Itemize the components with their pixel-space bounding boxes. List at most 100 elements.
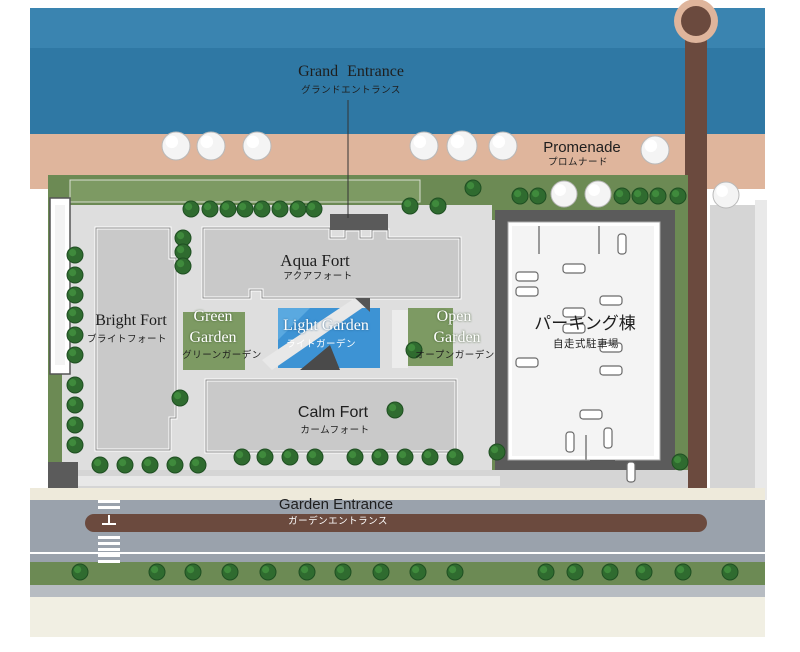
green-garden-label-line2: Garden: [189, 329, 237, 346]
light-garden-label: Light Garden: [283, 317, 369, 334]
car-icon: [515, 286, 539, 297]
road-lane-line: [30, 552, 765, 554]
open-garden-jp-label: オープンガーデン: [415, 350, 495, 361]
car-icon: [562, 307, 586, 318]
tree-icon: [401, 197, 419, 215]
tree-icon: [537, 563, 555, 581]
aqua-fort-label: Aqua Fort: [280, 251, 350, 270]
tree-icon: [334, 563, 352, 581]
parking-exit: [590, 460, 615, 468]
open-garden-walk: [392, 310, 408, 368]
tree-icon: [259, 563, 277, 581]
calm-fort-label: Calm Fort: [297, 404, 369, 421]
tree-icon: [446, 130, 478, 162]
car-icon: [599, 342, 623, 353]
tree-icon: [66, 306, 84, 324]
sea-highlight: [30, 8, 765, 48]
tree-icon: [346, 448, 364, 466]
tree-icon: [161, 131, 191, 161]
tree-icon: [66, 326, 84, 344]
tree-icon: [529, 187, 547, 205]
tree-icon: [201, 200, 219, 218]
tree-icon: [446, 563, 464, 581]
light-garden-water: [278, 308, 380, 368]
tree-icon: [281, 448, 299, 466]
tree-icon: [405, 341, 423, 359]
road-green-median: [30, 562, 765, 586]
tree-icon: [669, 187, 687, 205]
tree-icon: [396, 448, 414, 466]
tree-icon: [166, 456, 184, 474]
green-garden-jp-label: グリーンガーデン: [182, 350, 262, 361]
tree-icon: [488, 131, 518, 161]
trees: [66, 130, 740, 581]
garden-entrance-jp-label: ガーデンエントランス: [288, 516, 388, 527]
calm-fort-outline: [205, 379, 457, 453]
tree-icon: [372, 563, 390, 581]
parking-sub-label: 自走式駐車場: [553, 338, 619, 350]
tree-icon: [289, 200, 307, 218]
light-garden-shade: [300, 345, 340, 370]
tree-icon: [242, 131, 272, 161]
tree-icon: [66, 346, 84, 364]
sidewalk-upper: [30, 488, 765, 500]
tree-icon: [221, 563, 239, 581]
tree-icon: [66, 246, 84, 264]
calm-fort-jp-label: カームフォート: [300, 425, 370, 436]
tree-icon: [66, 286, 84, 304]
road-curb: [30, 585, 765, 597]
tree-icon: [306, 448, 324, 466]
green-garden-label-line1: Green: [193, 308, 233, 325]
tree-icon: [566, 563, 584, 581]
car-icon: [515, 357, 539, 368]
tree-icon: [488, 443, 506, 461]
site-upper-lawn: [69, 179, 421, 203]
promenade-path: [685, 18, 707, 538]
bright-fort-label: Bright Fort: [95, 312, 167, 329]
tree-icon: [66, 416, 84, 434]
light-garden-glint: [278, 308, 310, 340]
lower-pavement: [30, 597, 765, 637]
tree-icon: [174, 229, 192, 247]
tree-icon: [66, 266, 84, 284]
sw-corner-block: [48, 462, 78, 488]
roundabout-center: [681, 6, 711, 36]
site-bottom-walk: [60, 476, 500, 486]
car-icon: [579, 409, 603, 420]
parking-ramp-line-3: [585, 435, 587, 460]
tree-icon: [674, 563, 692, 581]
open-garden-label-line2: Garden: [433, 329, 481, 346]
bright-fort-jp-label: ブライトフォート: [86, 334, 168, 345]
light-garden-shade-2: [355, 298, 370, 312]
tree-icon: [371, 448, 389, 466]
grand-entrance-canopy: [330, 214, 388, 230]
tree-icon: [189, 456, 207, 474]
neighbor-lot-strip: [755, 200, 767, 500]
tree-icon: [219, 200, 237, 218]
tree-icon: [256, 448, 274, 466]
tree-icon: [429, 197, 447, 215]
grand-entrance-jp-label: グランドエントランス: [301, 85, 401, 96]
aqua-fort-jp-label: アクアフォート: [283, 271, 353, 282]
tree-icon: [601, 563, 619, 581]
car-icon: [562, 263, 586, 274]
tree-icon: [386, 401, 404, 419]
tree-icon: [182, 200, 200, 218]
tree-icon: [613, 187, 631, 205]
tree-icon: [298, 563, 316, 581]
promenade-jp-label: プロムナード: [547, 157, 609, 168]
car-icon: [565, 431, 575, 453]
tree-icon: [511, 187, 529, 205]
tree-icon: [174, 257, 192, 275]
tree-icon: [171, 389, 189, 407]
tree-icon: [640, 135, 670, 165]
tree-icon: [148, 563, 166, 581]
tree-icon: [550, 180, 578, 208]
garden-entrance-label: Garden Entrance: [278, 496, 394, 513]
open-garden-label-line1: Open: [436, 308, 472, 325]
parking-ramp-line-2: [598, 226, 600, 254]
tree-icon: [196, 131, 226, 161]
tree-icon: [66, 396, 84, 414]
tree-icon: [446, 448, 464, 466]
